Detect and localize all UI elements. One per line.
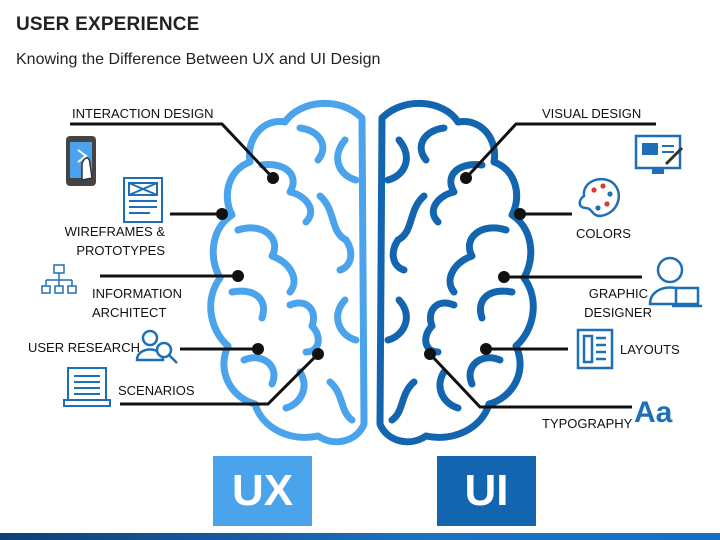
label-scenarios: SCENARIOS (118, 383, 195, 398)
page-title: USER EXPERIENCE (16, 14, 200, 35)
label-colors: COLORS (576, 226, 631, 241)
ui-box: UI (437, 456, 536, 526)
document-icon (63, 367, 111, 407)
sitemap-icon (41, 264, 77, 294)
designer-icon (648, 256, 702, 308)
label-wireframes-line2: PROTOTYPES (76, 243, 165, 258)
label-interaction-design: INTERACTION DESIGN (72, 106, 214, 121)
label-graphic-line1: GRAPHIC (588, 286, 648, 301)
left-brain-hemisphere (207, 100, 368, 446)
label-typography: TYPOGRAPHY (542, 416, 633, 431)
palette-icon (578, 177, 620, 218)
monitor-icon (634, 134, 684, 174)
label-graphic-line2: DESIGNER (584, 305, 652, 320)
label-visual-design: VISUAL DESIGN (542, 106, 642, 121)
label-user-research: USER RESEARCH (28, 340, 140, 355)
page-subtitle: Knowing the Difference Between UX and UI… (16, 51, 381, 68)
connector-dots (216, 172, 526, 360)
label-information-line2: ARCHITECT (92, 305, 167, 320)
typography-aa-icon: Aa (634, 396, 673, 429)
right-brain-hemisphere (376, 100, 537, 446)
touch-phone-icon (66, 136, 96, 186)
label-wireframes-line1: WIREFRAMES & (64, 224, 165, 239)
ux-box: UX (213, 456, 312, 526)
label-layouts: LAYOUTS (620, 342, 680, 357)
footer-bar (0, 533, 720, 540)
user-search-icon (135, 329, 178, 364)
label-information-line1: INFORMATION (92, 286, 183, 301)
wireframe-icon (123, 177, 163, 223)
layout-icon (576, 328, 614, 370)
connector-lines (70, 122, 656, 409)
